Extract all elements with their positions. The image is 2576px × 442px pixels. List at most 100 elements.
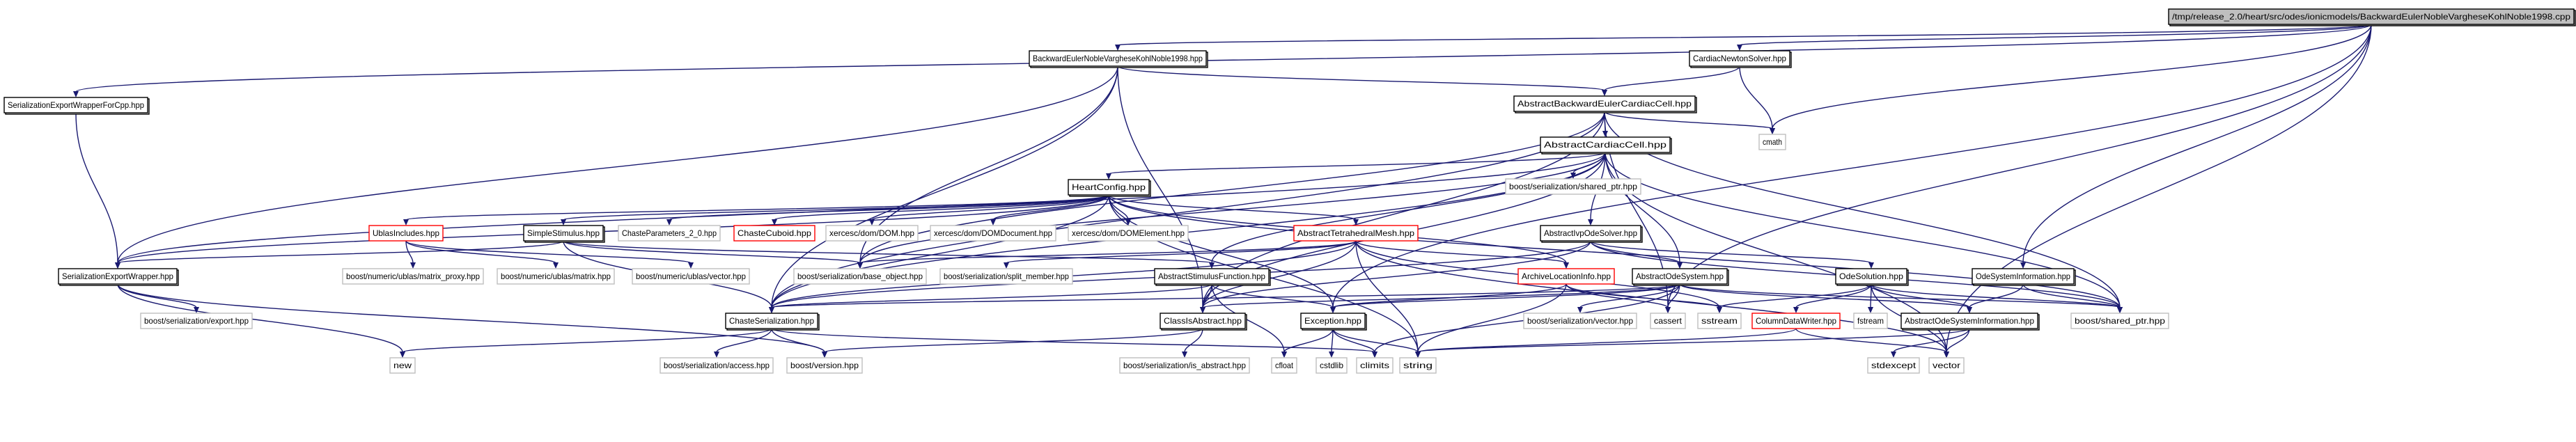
node-box xyxy=(1517,268,1615,285)
node-label: SerializationExportWrapper.hpp xyxy=(62,271,173,281)
node-osol[interactable]: OdeSolution.hpp xyxy=(1835,268,1909,286)
node-exp[interactable]: boost/serialization/export.hpp xyxy=(140,313,253,329)
node-cdw[interactable]: ColumnDataWriter.hpp xyxy=(1751,313,1841,329)
node-bsvec[interactable]: boost/serialization/vector.hpp xyxy=(1523,313,1637,329)
node-osi[interactable]: OdeSystemInformation.hpp xyxy=(1972,268,2076,286)
edge-cdw-to-vector xyxy=(1795,328,1947,353)
node-atm[interactable]: AbstractTetrahedralMesh.hpp xyxy=(1293,225,1419,242)
edge-atm-to-string xyxy=(1355,240,1419,353)
node-root[interactable]: /tmp/release_2.0/heart/src/odes/ionicmod… xyxy=(2168,8,2576,26)
node-label: AbstractCardiacCell.hpp xyxy=(1544,140,1666,150)
edge-cser-to-version xyxy=(771,328,825,353)
node-cns[interactable]: CardiacNewtonSolver.hpp xyxy=(1689,50,1792,68)
node-cstdlib[interactable]: cstdlib xyxy=(1316,357,1348,374)
node-label: cfloat xyxy=(1275,361,1294,370)
node-ubl[interactable]: UblasIncludes.hpp xyxy=(368,225,444,242)
node-aivp[interactable]: AbstractIvpOdeSolver.hpp xyxy=(1540,225,1643,243)
arrowhead-aosi-to-stdexcept xyxy=(1891,352,1896,358)
edge-aosi-to-string xyxy=(1417,328,1970,353)
edge-hc-to-atm xyxy=(1108,194,1357,221)
node-aosi[interactable]: AbstractOdeSystemInformation.hpp xyxy=(1900,313,2040,331)
node-box xyxy=(1068,225,1189,242)
node-label: AbstractOdeSystem.hpp xyxy=(1636,271,1724,281)
node-label: sstream xyxy=(1701,316,1738,326)
node-bshp[interactable]: boost/shared_ptr.hpp xyxy=(2070,313,2169,329)
node-box xyxy=(523,225,604,242)
node-label: boost/numeric/ublas/matrix.hpp xyxy=(501,271,611,281)
node-new[interactable]: new xyxy=(389,357,416,374)
node-cmath[interactable]: cmath xyxy=(1758,134,1786,150)
node-cfloat[interactable]: cfloat xyxy=(1271,357,1297,374)
edge-ubl-to-mat xyxy=(405,240,556,264)
arrowhead-osi-to-bshp xyxy=(2117,307,2123,313)
node-aos[interactable]: AbstractOdeSystem.hpp xyxy=(1632,268,1729,286)
edge-cdw-to-string xyxy=(1417,328,1797,353)
node-ss[interactable]: SimpleStimulus.hpp xyxy=(523,225,605,243)
node-label: climits xyxy=(1360,361,1389,370)
edge-sewfc-to-sew xyxy=(75,112,118,264)
edge-acc-to-asf xyxy=(1211,152,1606,264)
node-cassert[interactable]: cassert xyxy=(1650,313,1686,329)
node-bssp[interactable]: boost/serialization/shared_ptr.hpp xyxy=(1505,178,1641,195)
node-acc[interactable]: AbstractCardiacCell.hpp xyxy=(1540,136,1672,155)
arrowhead-abecc-to-acc xyxy=(1602,131,1608,137)
node-string[interactable]: string xyxy=(1399,357,1437,374)
node-box xyxy=(939,268,1073,285)
node-sewfc[interactable]: SerializationExportWrapperForCpp.hpp xyxy=(3,97,150,115)
node-xel[interactable]: xercesc/dom/DOMElement.hpp xyxy=(1068,225,1189,242)
node-xdom[interactable]: xercesc/dom/DOM.hpp xyxy=(825,225,919,242)
node-stdexcept[interactable]: stdexcept xyxy=(1867,357,1920,374)
node-sstream[interactable]: sstream xyxy=(1697,313,1742,329)
node-mat[interactable]: boost/numeric/ublas/matrix.hpp xyxy=(497,268,615,285)
node-box xyxy=(1650,313,1686,329)
node-uvec[interactable]: boost/numeric/ublas/vector.hpp xyxy=(632,268,750,285)
node-cp20[interactable]: ChasteParameters_2_0.hpp xyxy=(618,225,721,242)
node-box xyxy=(1316,357,1348,374)
arrowhead-osol-to-sstream xyxy=(1717,307,1722,313)
edge-root-to-sewfc xyxy=(75,24,2372,93)
edge-aos-to-cser xyxy=(771,283,1680,308)
node-cia[interactable]: ClassIsAbstract.hpp xyxy=(1160,313,1247,331)
arrowhead-atm-to-ali xyxy=(1563,262,1569,269)
edge-sew-to-version xyxy=(117,283,825,353)
node-abecc[interactable]: AbstractBackwardEulerCardiacCell.hpp xyxy=(1513,95,1697,113)
arrowhead-root-to-sewfc xyxy=(73,91,79,97)
node-bobj[interactable]: boost/serialization/base_object.hpp xyxy=(793,268,927,285)
node-ccub[interactable]: ChasteCuboid.hpp xyxy=(733,225,815,242)
node-exc[interactable]: Exception.hpp xyxy=(1300,313,1367,331)
node-asf[interactable]: AbstractStimulusFunction.hpp xyxy=(1154,268,1271,286)
node-hc[interactable]: HeartConfig.hpp xyxy=(1068,179,1151,197)
node-xdoc[interactable]: xercesc/dom/DOMDocument.hpp xyxy=(930,225,1056,242)
node-version[interactable]: boost/version.hpp xyxy=(786,357,863,374)
edge-root-to-osi xyxy=(2022,24,2372,264)
edge-aos-to-cia xyxy=(1202,283,1680,308)
node-box xyxy=(1300,313,1366,329)
arrowhead-exc-to-cstdlib xyxy=(1329,352,1334,358)
node-label: vector xyxy=(1933,361,1960,370)
arrowhead-acc-to-aivp xyxy=(1588,219,1593,226)
node-bevkn[interactable]: BackwardEulerNobleVargheseKohlNoble1998.… xyxy=(1029,50,1208,68)
node-box xyxy=(1835,268,1907,285)
node-box xyxy=(1523,313,1637,329)
node-mprox[interactable]: boost/numeric/ublas/matrix_proxy.hpp xyxy=(342,268,484,285)
edge-aosi-to-vector xyxy=(1946,328,1970,353)
edge-ubl-to-mprox xyxy=(405,240,414,264)
arrowhead-hc-to-xdom xyxy=(869,219,875,226)
node-access[interactable]: boost/serialization/access.hpp xyxy=(659,357,774,374)
node-box xyxy=(1505,178,1641,195)
node-sew[interactable]: SerializationExportWrapper.hpp xyxy=(58,268,179,286)
node-isabs[interactable]: boost/serialization/is_abstract.hpp xyxy=(1119,357,1250,374)
node-label: boost/serialization/base_object.hpp xyxy=(797,271,923,281)
node-climits[interactable]: climits xyxy=(1356,357,1394,374)
node-ali[interactable]: ArchiveLocationInfo.hpp xyxy=(1517,268,1615,285)
node-split[interactable]: boost/serialization/split_member.hpp xyxy=(939,268,1073,285)
arrowhead-acc-to-hc xyxy=(1106,173,1111,180)
edge-hc-to-cser xyxy=(771,194,1109,308)
node-cser[interactable]: ChasteSerialization.hpp xyxy=(725,313,820,331)
node-label: cmath xyxy=(1763,137,1782,147)
node-fstream[interactable]: fstream xyxy=(1853,313,1888,329)
node-vector[interactable]: vector xyxy=(1928,357,1965,374)
edge-osol-to-cdw xyxy=(1795,283,1872,308)
arrowhead-aivp-to-aos xyxy=(1677,262,1683,269)
node-box xyxy=(389,357,416,374)
